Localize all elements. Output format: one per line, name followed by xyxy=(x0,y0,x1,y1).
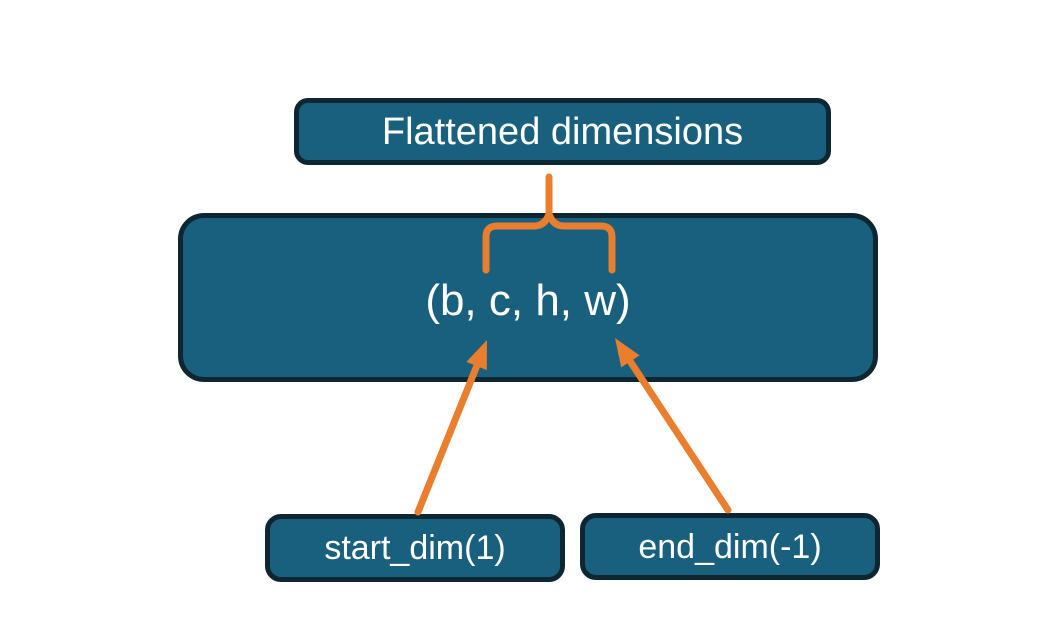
flattened-dimensions-label: Flattened dimensions xyxy=(381,110,744,153)
start-dim-box: start_dim(1) xyxy=(265,514,565,582)
end-dim-label: end_dim(-1) xyxy=(638,527,822,566)
start-dim-arrow-shaft xyxy=(414,359,482,516)
tensor-shape-box: (b, c, h, w) xyxy=(178,213,878,382)
start-dim-label: start_dim(1) xyxy=(324,529,506,567)
end-dim-box: end_dim(-1) xyxy=(580,513,880,580)
tensor-shape-label: (b, c, h, w) xyxy=(425,275,631,325)
flattened-dimensions-box: Flattened dimensions xyxy=(294,98,831,165)
